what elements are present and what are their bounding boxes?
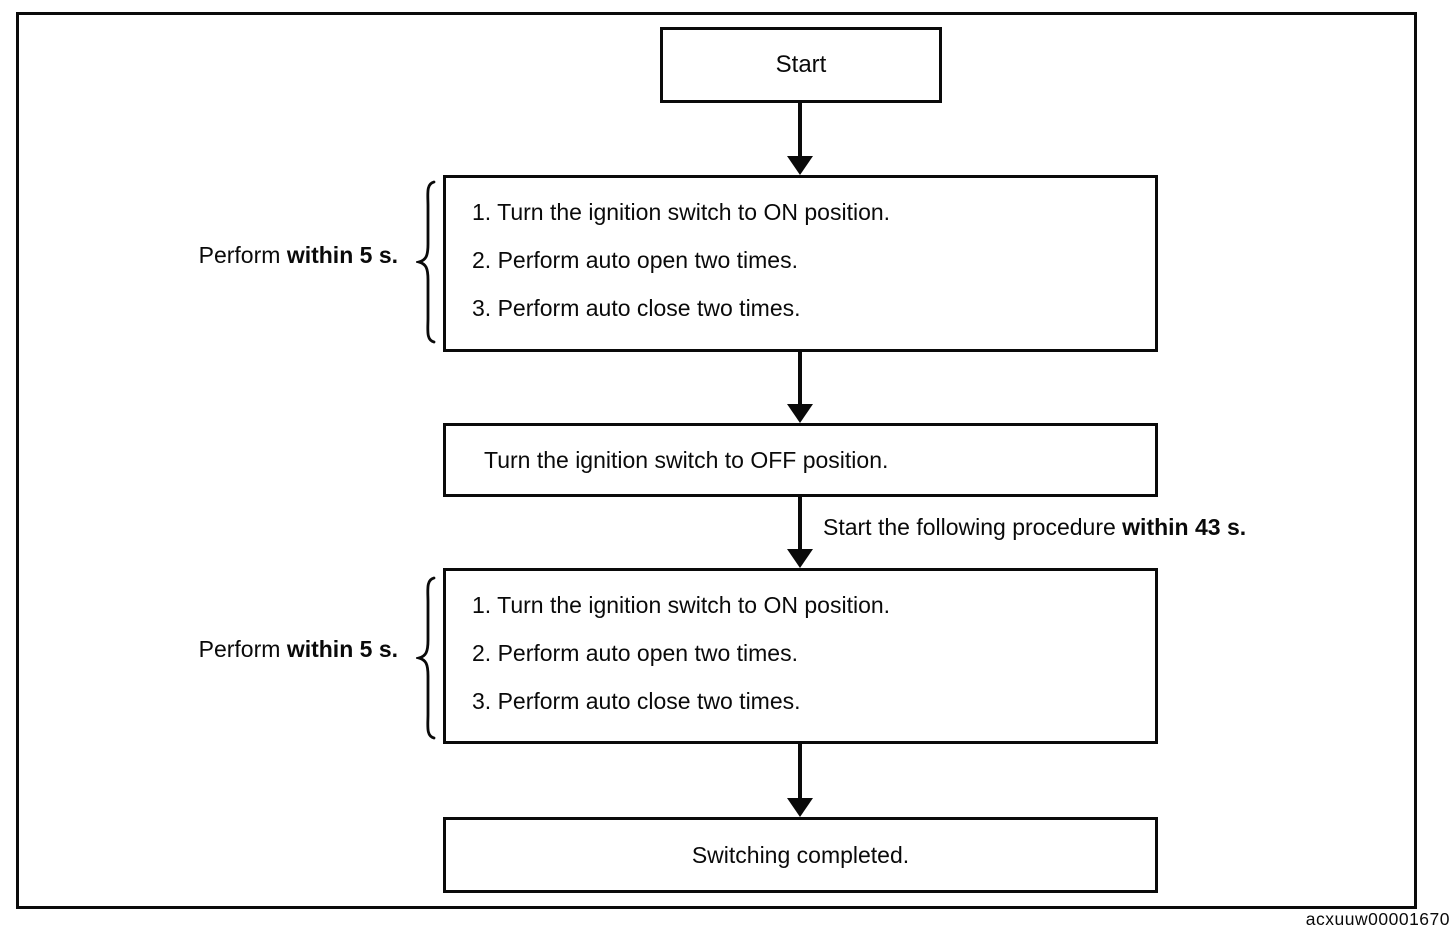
outer-frame	[16, 12, 1417, 909]
step-line: 3. Perform auto close two times.	[472, 295, 801, 321]
label-prefix: Perform	[198, 242, 287, 268]
procedure-box-2: 1. Turn the ignition switch to ON positi…	[443, 568, 1158, 744]
ignition-off-box: Turn the ignition switch to OFF position…	[443, 423, 1158, 497]
left-curly-brace-2	[416, 576, 436, 740]
note-prefix: Start the following procedure	[823, 514, 1123, 540]
completed-box: Switching completed.	[443, 817, 1158, 893]
procedure-box-1: 1. Turn the ignition switch to ON positi…	[443, 175, 1158, 352]
arrow-shaft	[798, 497, 802, 550]
start-box: Start	[660, 27, 942, 103]
arrow-shaft	[798, 744, 802, 799]
arrow-head-icon	[787, 404, 813, 423]
arrow-head-icon	[787, 549, 813, 568]
step-line: 3. Perform auto close two times.	[472, 688, 801, 714]
step-line: 1. Turn the ignition switch to ON positi…	[472, 199, 891, 225]
step-line: 2. Perform auto open two times.	[472, 640, 798, 666]
completed-label: Switching completed.	[691, 841, 910, 868]
arrow-head-icon	[787, 798, 813, 817]
start-label: Start	[775, 51, 827, 78]
arrow-shaft	[798, 103, 802, 157]
note-bold: within 43 s.	[1122, 514, 1247, 540]
step-line: 2. Perform auto open two times.	[472, 247, 798, 273]
figure-code: acxuuw00001670	[1305, 909, 1450, 929]
label-bold: within 5 s.	[286, 636, 398, 662]
ignition-off-label: Turn the ignition switch to OFF position…	[484, 446, 889, 473]
label-bold: within 5 s.	[286, 242, 398, 268]
left-curly-brace-1	[416, 180, 436, 344]
label-prefix: Perform	[198, 636, 287, 662]
arrow-shaft	[798, 351, 802, 405]
step-line: 1. Turn the ignition switch to ON positi…	[472, 592, 891, 618]
perform-within-label-2: Perform within 5 s.	[150, 636, 398, 663]
arrow-head-icon	[787, 156, 813, 175]
arrow-note: Start the following procedure within 43 …	[823, 514, 1246, 541]
perform-within-label-1: Perform within 5 s.	[150, 242, 398, 269]
